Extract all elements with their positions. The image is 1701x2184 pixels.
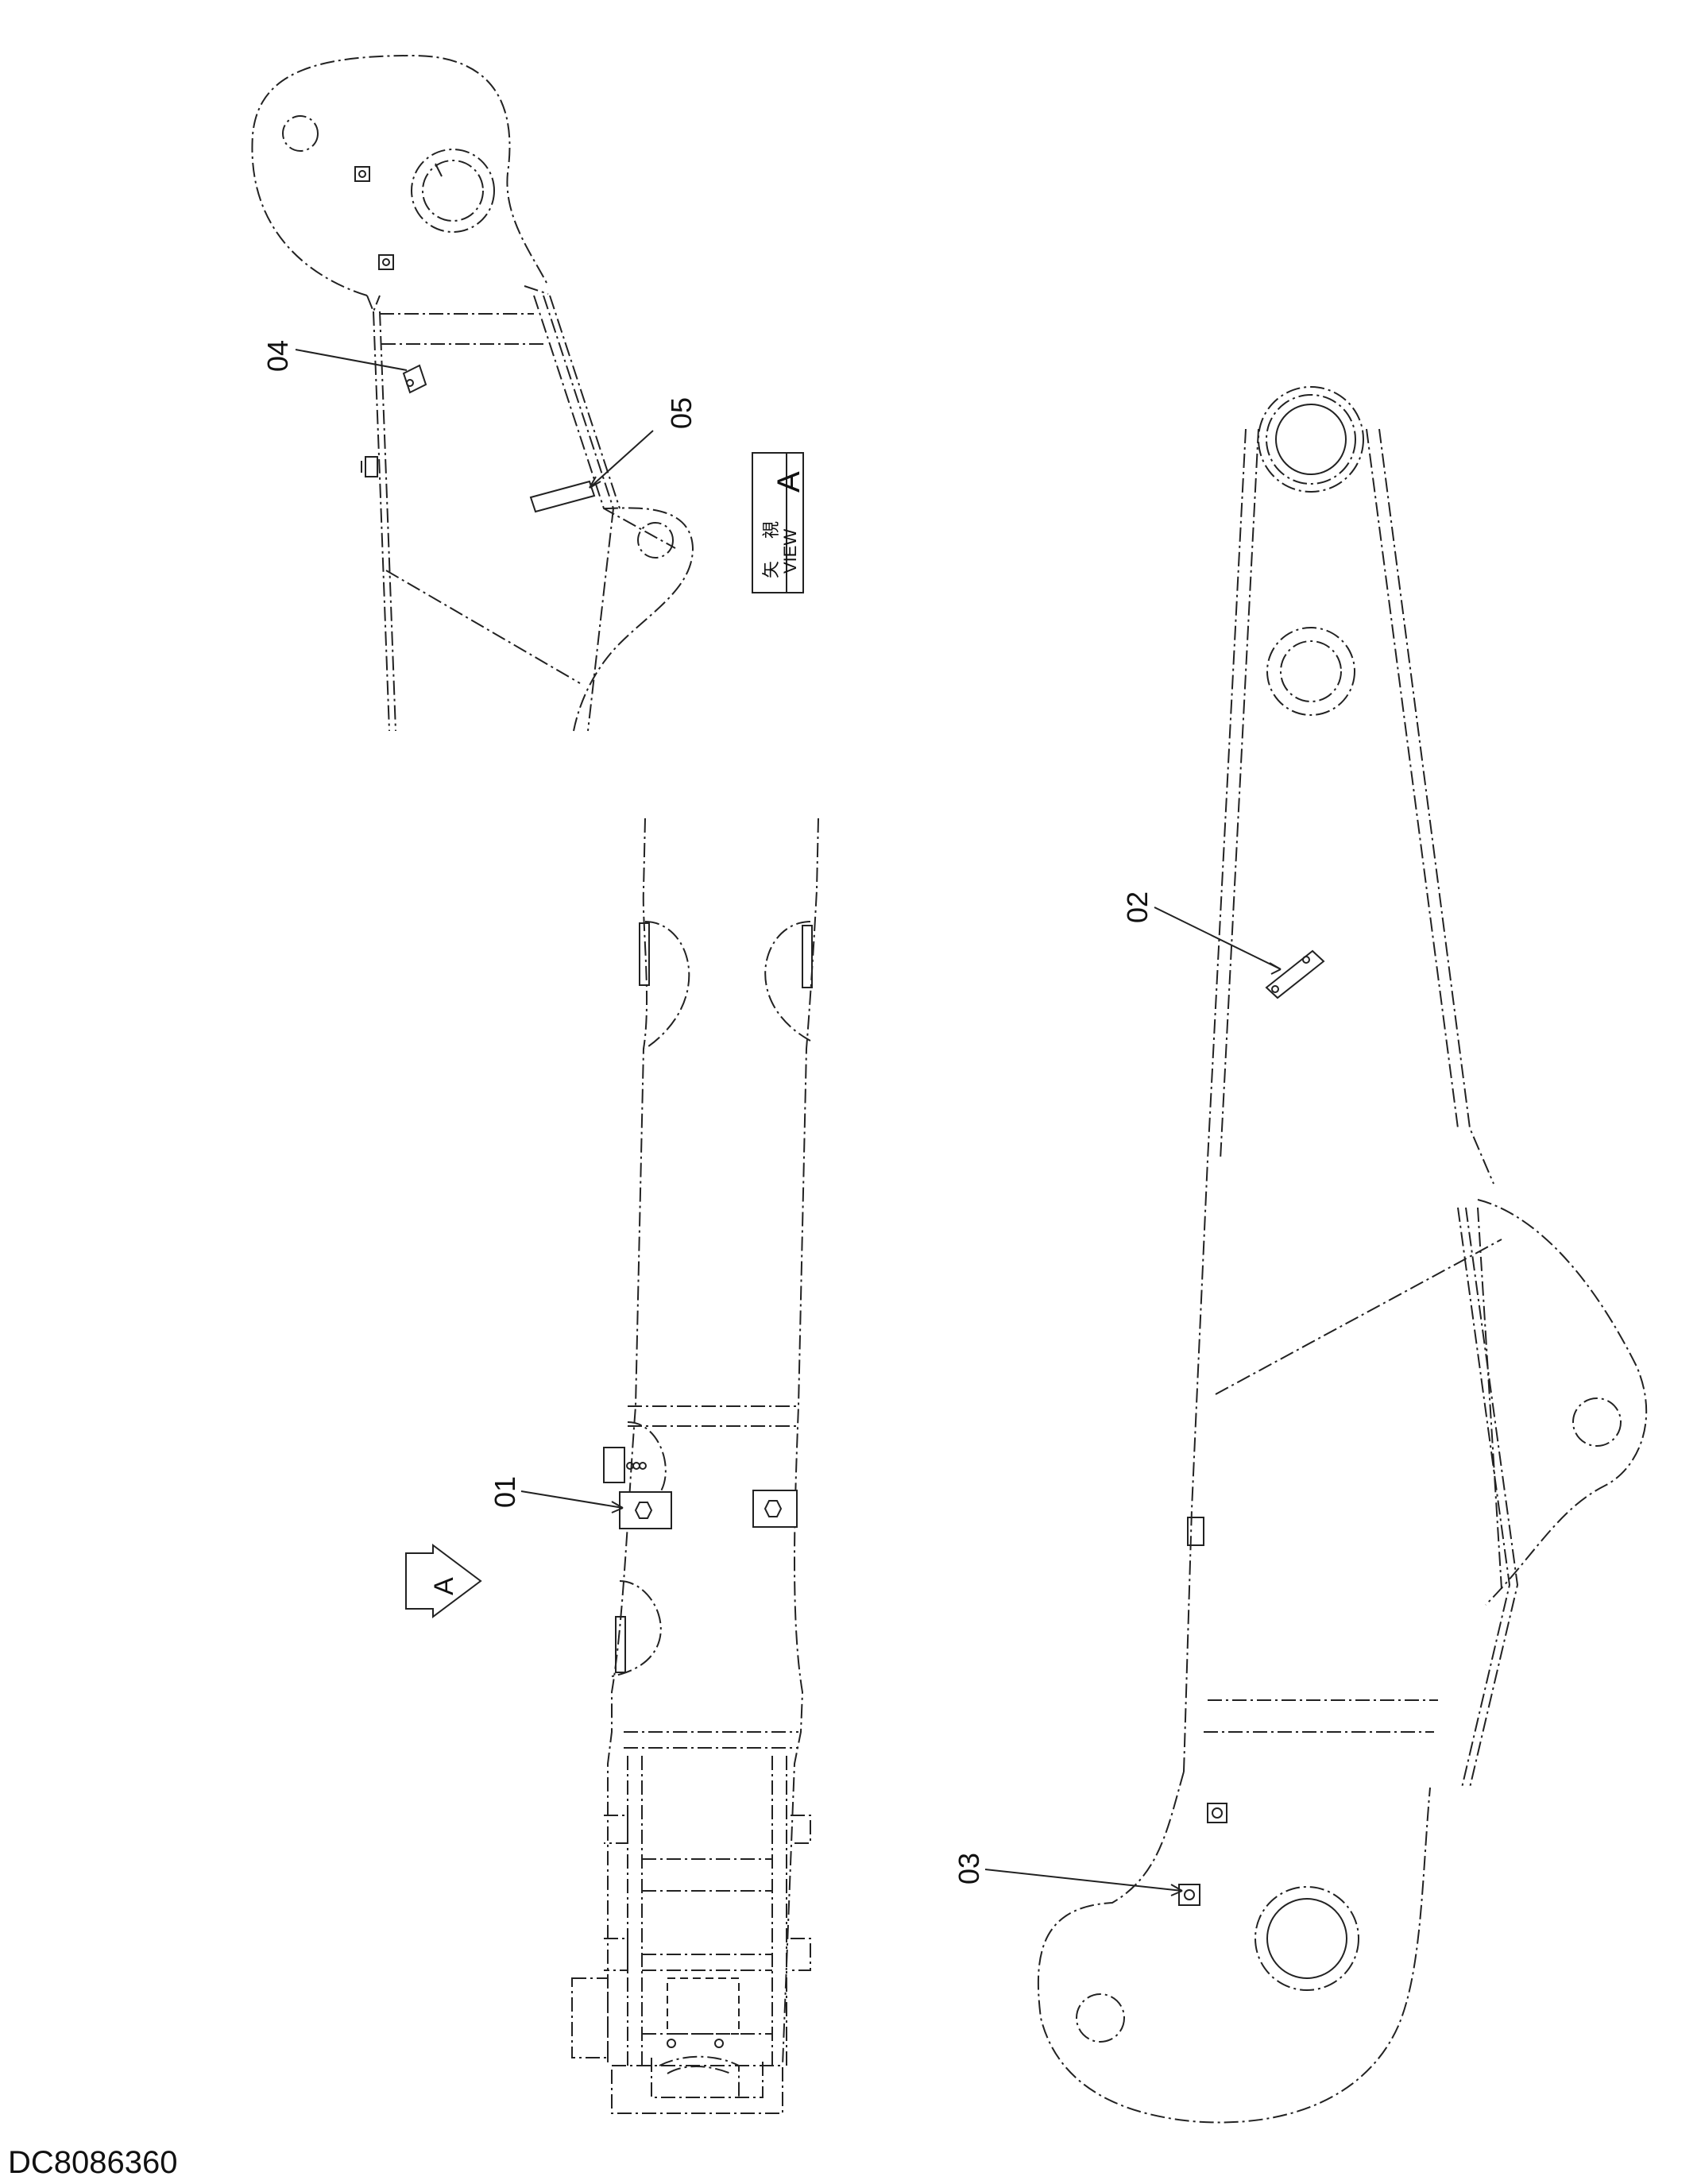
- part-label-01: 01: [489, 1476, 521, 1508]
- part-label-02: 02: [1121, 891, 1154, 923]
- view-title-en: VIEW: [780, 529, 800, 574]
- part-label-05: 05: [665, 397, 698, 429]
- boom-side-view: [984, 386, 1648, 2124]
- view-a-title-box: 矢 視 VIEW A: [752, 452, 806, 593]
- drawing-code: DC8086360: [8, 2145, 178, 2180]
- view-title-jp-top: 矢: [762, 561, 782, 578]
- part-label-04: 04: [261, 340, 294, 372]
- view-arrow-letter: A: [429, 1577, 459, 1595]
- part-label-03: 03: [953, 1853, 985, 1884]
- view-a-arrow: A: [405, 1544, 482, 1618]
- boom-top-view: [520, 818, 819, 2114]
- view-title-letter: A: [771, 471, 806, 493]
- view-a-detail: [251, 54, 694, 732]
- view-title-jp-bottom: 視: [762, 521, 782, 539]
